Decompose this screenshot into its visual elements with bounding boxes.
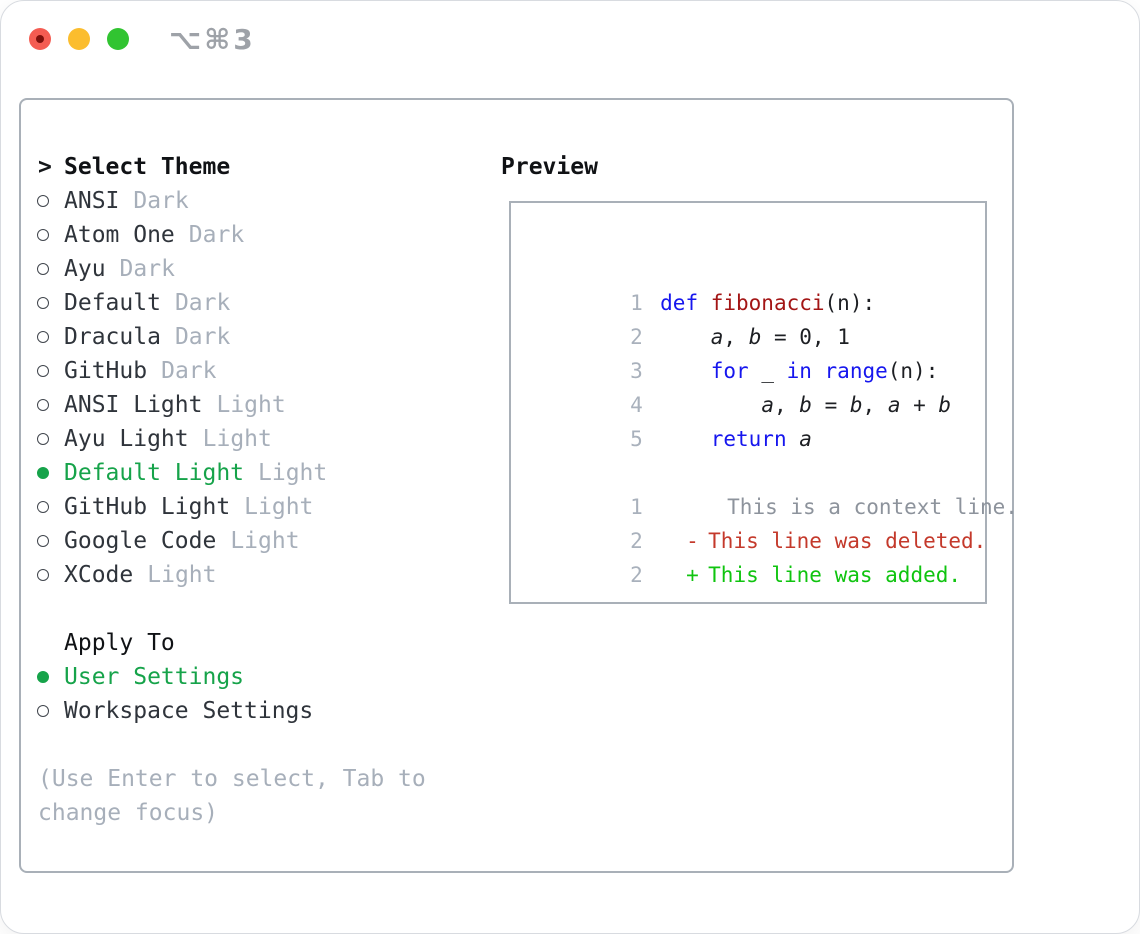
radio-icon: [37, 433, 49, 445]
radio-selected-icon: [37, 671, 49, 683]
theme-variant: Light: [202, 426, 272, 452]
line-number: 5: [630, 427, 643, 451]
apply-to-header: Apply To: [36, 626, 175, 660]
radio-icon: [37, 705, 49, 717]
theme-name: XCode: [64, 562, 134, 588]
window-shortcut-label: ⌥⌘3: [169, 23, 256, 56]
radio-icon: [37, 535, 49, 547]
preview-title: Preview: [501, 154, 598, 180]
code-line: 2 a, b = 0, 1: [511, 286, 850, 349]
theme-option-default-dark[interactable]: Default Dark: [36, 286, 230, 320]
deleted-marker-icon: -: [686, 529, 699, 553]
radio-icon: [37, 331, 49, 343]
line-number: 2: [630, 529, 643, 553]
theme-name: ANSI Light: [64, 392, 203, 418]
theme-option-github-light[interactable]: GitHub Light Light: [36, 490, 313, 524]
line-number: 3: [630, 359, 643, 383]
theme-option-ayu-light[interactable]: Ayu Light Light: [36, 422, 272, 456]
prompt-icon: >: [38, 154, 52, 180]
theme-variant: Dark: [119, 256, 175, 282]
theme-variant: Dark: [161, 358, 217, 384]
theme-option-atom-one-dark[interactable]: Atom One Dark: [36, 218, 244, 252]
theme-name: Default Light: [64, 460, 245, 486]
theme-option-xcode-light[interactable]: XCode Light: [36, 558, 217, 592]
help-text-line-2: change focus): [38, 800, 219, 826]
theme-selector-panel: > Select Theme ANSI Dark Atom One Dark A…: [19, 98, 1018, 873]
select-theme-header: > Select Theme: [36, 150, 230, 184]
theme-option-ansi-dark[interactable]: ANSI Dark: [36, 184, 189, 218]
theme-name: GitHub: [64, 358, 148, 384]
deleted-line-text: This line was deleted.: [708, 529, 987, 553]
diff-line-context: 1 This is a context line.: [511, 456, 1018, 519]
apply-option-user-settings[interactable]: User Settings: [36, 660, 244, 694]
theme-variant: Light: [147, 562, 217, 588]
theme-name: GitHub Light: [64, 494, 231, 520]
theme-name: Dracula: [64, 324, 161, 350]
line-number: 2: [630, 563, 643, 587]
theme-variant: Light: [244, 494, 314, 520]
apply-to-title: Apply To: [64, 630, 175, 656]
theme-name: Ayu Light: [64, 426, 189, 452]
radio-icon: [37, 229, 49, 241]
theme-variant: Dark: [133, 188, 189, 214]
theme-variant: Light: [216, 392, 286, 418]
theme-name: Ayu: [64, 256, 106, 282]
theme-option-github-dark[interactable]: GitHub Dark: [36, 354, 216, 388]
apply-option-workspace-settings[interactable]: Workspace Settings: [36, 694, 313, 728]
theme-name: Default: [64, 290, 161, 316]
theme-name: Atom One: [64, 222, 175, 248]
theme-option-google-code-light[interactable]: Google Code Light: [36, 524, 300, 558]
theme-option-ayu-dark[interactable]: Ayu Dark: [36, 252, 175, 286]
select-theme-title: Select Theme: [64, 154, 231, 180]
help-text-line-1: (Use Enter to select, Tab to: [38, 766, 426, 792]
theme-variant: Light: [258, 460, 328, 486]
theme-name: Google Code: [64, 528, 217, 554]
prompt-marker: >: [36, 154, 64, 180]
line-number: 1: [630, 495, 643, 519]
radio-icon: [37, 399, 49, 411]
diff-line-deleted: 2 -This line was deleted.: [511, 490, 986, 553]
radio-icon: [37, 569, 49, 581]
radio-selected-icon: [37, 467, 49, 479]
close-button[interactable]: [29, 28, 51, 50]
theme-variant: Dark: [174, 290, 231, 316]
theme-variant: Dark: [188, 222, 245, 248]
theme-variant: Dark: [174, 324, 231, 350]
radio-icon: [37, 297, 49, 309]
maximize-button[interactable]: [107, 28, 129, 50]
line-number: 2: [630, 325, 643, 349]
code-line: 5 return a: [511, 388, 812, 451]
context-line-text: This is a context line.: [727, 495, 1018, 519]
title-bar: ⌥⌘3: [1, 1, 1139, 77]
radio-icon: [37, 195, 49, 207]
line-number: 1: [630, 291, 643, 315]
radio-icon: [37, 365, 49, 377]
added-marker-icon: +: [686, 563, 699, 587]
theme-option-default-light-selected[interactable]: Default Light Light: [36, 456, 327, 490]
radio-icon: [37, 501, 49, 513]
apply-option-label: Workspace Settings: [64, 698, 314, 724]
radio-icon: [37, 263, 49, 275]
minimize-button[interactable]: [68, 28, 90, 50]
line-number: 4: [630, 393, 643, 417]
added-line-text: This line was added.: [708, 563, 962, 587]
theme-option-ansi-light[interactable]: ANSI Light Light: [36, 388, 286, 422]
diff-line-added: 2 + This line was added.: [511, 524, 961, 587]
theme-variant: Light: [230, 528, 300, 554]
theme-name: ANSI: [64, 188, 120, 214]
theme-option-dracula-dark[interactable]: Dracula Dark: [36, 320, 230, 354]
apply-option-label: User Settings: [64, 664, 245, 690]
code-line: 3 for _ in range(n):: [511, 320, 938, 383]
code-line: 4 a, b = b, a + b: [511, 354, 951, 417]
